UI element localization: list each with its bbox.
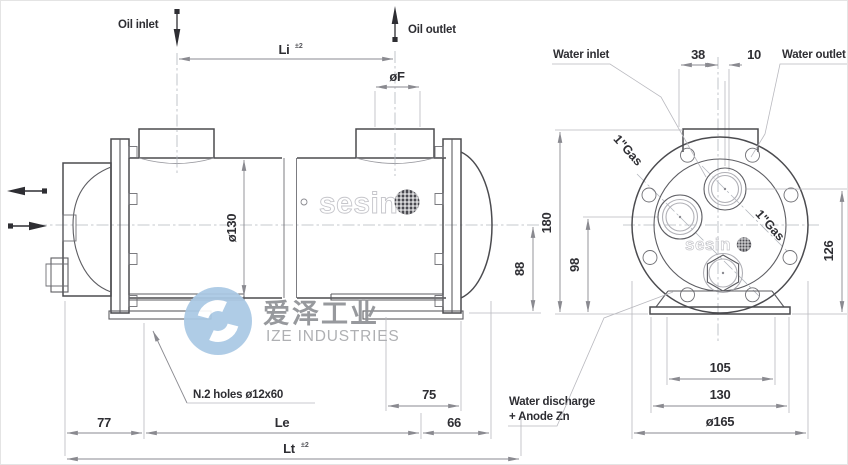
shell-outline xyxy=(129,157,446,299)
oil-outlet-callout: Oil outlet xyxy=(391,6,456,42)
dim-le-label: Le xyxy=(275,415,290,430)
dim-66-label: 66 xyxy=(447,415,461,430)
dim-d130: ø130 xyxy=(224,159,247,297)
dim-d130-label: ø130 xyxy=(224,214,239,243)
sesino-logo-right: sesin xyxy=(685,235,752,254)
dim-66: 66 xyxy=(422,415,490,436)
holes-note-callout: N.2 holes ø12x60 xyxy=(152,330,315,404)
mounting-feet xyxy=(108,293,464,320)
oil-inlet-callout: Oil inlet xyxy=(118,9,181,47)
water-inlet-callout: Water inlet xyxy=(552,49,707,178)
end-view: sesin 38 10 Water inlet Water outlet xyxy=(508,47,847,439)
water-in-arrow-icon xyxy=(29,221,47,231)
dim-le: Le xyxy=(145,415,420,436)
dim-lt-tolerance: ±2 xyxy=(301,442,309,449)
shell-break-lines xyxy=(283,158,297,298)
side-view: Oil inlet Oil outlet Li ±2 øF ø130 xyxy=(7,6,544,462)
oil-outlet-arrow-icon xyxy=(391,6,399,24)
dim-105: 105 xyxy=(668,360,774,382)
dim-126: 126 xyxy=(747,188,847,315)
dim-10: 10 xyxy=(705,47,761,68)
left-dome-arc xyxy=(72,166,112,293)
holes-note-label: N.2 holes ø12x60 xyxy=(193,389,283,401)
watermark-cn-text: 爱泽工业 xyxy=(263,299,379,329)
dim-88-label: 88 xyxy=(512,262,527,276)
water-discharge-label-line2: + Anode Zn xyxy=(509,411,570,423)
right-dome xyxy=(460,151,493,299)
dim-10-label: 10 xyxy=(747,47,761,62)
water-inlet-label: Water inlet xyxy=(553,49,610,61)
flange-outer-circle xyxy=(631,136,809,314)
top-boss xyxy=(682,128,759,152)
dim-d165: ø165 xyxy=(633,414,807,436)
bottom-extension-lines xyxy=(64,301,522,456)
drain-boss xyxy=(50,257,69,293)
dim-77-label: 77 xyxy=(97,415,111,430)
end-view-bottom-extensions xyxy=(631,281,809,439)
sesino-logo-text: sesin xyxy=(319,187,398,220)
dim-180-label: 180 xyxy=(539,213,554,234)
dim-38: 38 xyxy=(680,47,717,68)
flange-bolt-holes xyxy=(641,147,799,303)
oil-inlet-nozzle xyxy=(138,128,215,158)
sesino-logo-left: sesin xyxy=(319,187,420,220)
nozzle-weld-arcs xyxy=(138,157,435,164)
dim-130: 130 xyxy=(652,387,788,409)
water-outlet-callout: Water outlet xyxy=(750,49,847,158)
water-box-step xyxy=(62,214,77,242)
flange-bolts xyxy=(128,146,444,307)
end-view-extension-lines xyxy=(583,69,730,218)
dim-75: 75 xyxy=(387,387,460,409)
water-discharge-callout: Water discharge + Anode Zn xyxy=(508,291,674,427)
water-out-arrow-icon xyxy=(7,186,25,196)
ize-logo-icon xyxy=(184,287,252,355)
dim-li-tolerance: ±2 xyxy=(295,43,303,50)
sesino-logo-text-small: sesin xyxy=(685,235,731,254)
dim-77: 77 xyxy=(66,415,143,436)
dim-d165-label: ø165 xyxy=(706,414,735,429)
vent-hole xyxy=(300,198,308,206)
gas-label-left: 1"Gas xyxy=(611,132,646,169)
water-inlet-port xyxy=(703,167,747,211)
dim-180: 180 xyxy=(539,129,683,315)
oil-inlet-arrow-icon xyxy=(173,29,181,47)
oil-outlet-label: Oil outlet xyxy=(408,24,456,36)
dim-38-label: 38 xyxy=(691,47,705,62)
dim-126-label: 126 xyxy=(821,241,836,262)
watermark-en-text: IZE INDUSTRIES xyxy=(266,328,400,345)
water-discharge-label-line1: Water discharge xyxy=(509,396,595,408)
end-view-base xyxy=(649,290,791,315)
dim-88: 88 xyxy=(469,226,541,314)
nozzle-centerlines xyxy=(176,51,396,176)
dim-li-label: Li xyxy=(279,42,290,57)
dim-98-label: 98 xyxy=(567,258,582,272)
dim-li: Li ±2 xyxy=(178,42,394,62)
dim-lt: Lt ±2 xyxy=(66,441,520,462)
drain-boss-facets xyxy=(45,263,68,287)
dim-of-label: øF xyxy=(389,69,405,84)
dim-98: 98 xyxy=(567,218,591,313)
anode-hex-plug xyxy=(702,252,744,294)
water-outlet-port xyxy=(657,194,703,240)
dim-lt-label: Lt xyxy=(283,441,296,456)
dim-130-label: 130 xyxy=(710,387,731,402)
dim-of: øF xyxy=(374,69,421,127)
water-flow-arrows xyxy=(7,186,47,231)
dim-75-label: 75 xyxy=(422,387,436,402)
water-outlet-label: Water outlet xyxy=(782,49,846,61)
dim-105-label: 105 xyxy=(710,360,731,375)
oil-inlet-label: Oil inlet xyxy=(118,19,159,31)
watermark: 爱泽工业 IZE INDUSTRIES xyxy=(184,287,400,355)
